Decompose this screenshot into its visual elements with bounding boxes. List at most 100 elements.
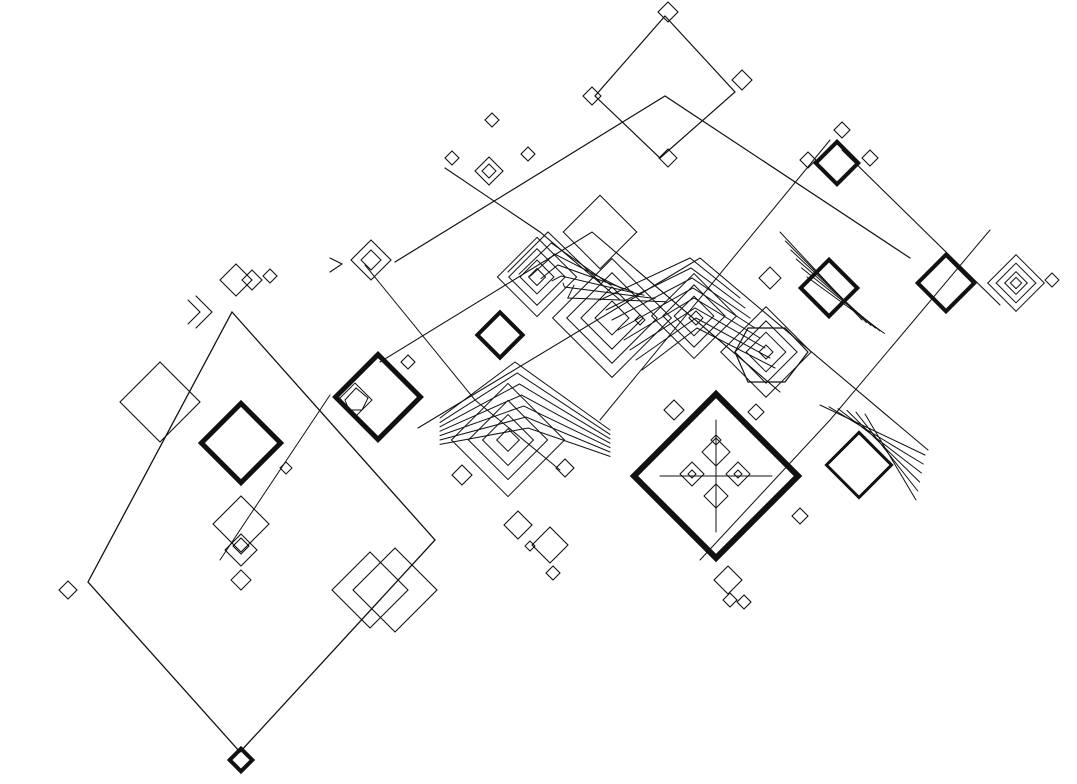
lower-chevron-4: [439, 405, 611, 449]
tick-mark-3: [195, 295, 213, 329]
bold-square-center-left: [332, 351, 424, 443]
nest-mid-0: [551, 257, 673, 379]
band-line-a: [379, 231, 781, 393]
small-diamond-0: [657, 1, 679, 23]
small-diamond-22: [58, 580, 78, 600]
small-diamond-27: [241, 269, 263, 291]
filled-square-big: [562, 194, 638, 270]
small-diamond-20: [736, 594, 752, 610]
nest-mid-left-0: [496, 236, 578, 318]
small-diamond-9: [799, 151, 817, 169]
small-diamond-28: [262, 268, 278, 284]
nest-mid-left-1: [508, 248, 566, 306]
chevron-band-5: [562, 282, 656, 299]
nest-octagon-inner-0: [720, 306, 812, 398]
upper-stripe-5: [806, 276, 885, 334]
small-diamond-7: [833, 121, 851, 139]
right-stripe-1: [828, 406, 924, 465]
inner-d3: [725, 461, 751, 487]
chevron-band-r-0: [599, 257, 741, 301]
nest-octagon-inner-1: [734, 320, 798, 384]
small-diamond-21: [791, 507, 809, 525]
right-stripe-5: [864, 413, 917, 501]
inner-d2: [679, 461, 705, 487]
filled-small-6: [688, 310, 704, 326]
chevron-band-1: [518, 242, 612, 286]
nest-lower-1: [467, 399, 549, 481]
filled-small-5: [758, 344, 774, 360]
filled-small-2: [481, 163, 497, 179]
pentagon-detail: [337, 382, 373, 418]
inner-d1: [701, 437, 731, 467]
filled-small-7: [634, 314, 646, 326]
bold-square-top-right: [812, 138, 862, 188]
small-diamond-14: [555, 458, 575, 478]
lower-chevron-1: [439, 372, 611, 435]
lower-chevron-2: [439, 383, 611, 440]
small-diamond-11: [400, 354, 416, 370]
band-line-g: [219, 394, 331, 561]
filled-small-1: [658, 148, 678, 168]
nest-mid-3: [594, 300, 630, 336]
small-diamond-10: [350, 239, 392, 281]
small-diamond-4: [520, 146, 536, 162]
chevron-band-r-6: [635, 317, 771, 361]
small-diamond-24: [224, 533, 258, 567]
nest-mid-1: [566, 272, 658, 364]
small-diamond-16: [531, 526, 569, 564]
chevron-band-r-2: [611, 277, 751, 321]
small-diamond-8: [861, 149, 879, 167]
band-line-e: [599, 139, 831, 421]
chevron-band-r-1: [605, 267, 746, 311]
bold-square-small: [474, 309, 526, 361]
nest-octagon-inner-2: [745, 331, 787, 373]
small-diamond-25: [232, 537, 250, 555]
filled-small-10: [279, 461, 293, 475]
nest-mid-right-0: [650, 272, 738, 360]
nest-lower-0: [450, 382, 566, 498]
small-diamond-18: [713, 565, 743, 595]
small-diamond-26: [219, 263, 253, 297]
nest-lower-2: [481, 413, 535, 467]
nest-mid-right-2: [673, 295, 715, 337]
chevron-band-3: [540, 264, 634, 293]
tick-mark-1: [329, 257, 344, 273]
top-band-line: [394, 95, 911, 263]
chevron-band-r-4: [623, 297, 761, 341]
filled-small-11: [230, 569, 252, 591]
filled-small-8: [747, 403, 765, 421]
small-diamond-31: [331, 551, 409, 629]
chevron-band-4: [551, 275, 645, 296]
nest-far-right-0: [987, 254, 1045, 312]
small-diamond-6: [474, 156, 504, 186]
small-diamond-17: [545, 565, 561, 581]
filled-small-4: [758, 266, 782, 290]
lower-chevron-5: [439, 416, 611, 453]
right-stripe-2: [837, 408, 922, 474]
small-diamond-30: [352, 547, 438, 633]
band-line-f: [699, 229, 991, 561]
chevron-band-r-7: [641, 327, 776, 371]
small-diamond-15: [503, 510, 533, 540]
band-line-d: [841, 149, 1001, 306]
nest-lower-3: [495, 427, 521, 453]
chevron-band-6: [567, 284, 667, 303]
lower-chevron-6: [439, 427, 611, 457]
small-diamond-5: [444, 150, 460, 166]
nest-mid-right-1: [662, 284, 726, 348]
filled-small-9: [1044, 272, 1060, 288]
nest-mid-2: [580, 286, 644, 350]
nest-mid-left-3: [527, 267, 547, 287]
octagon: [734, 327, 809, 383]
bold-square-far-right: [914, 251, 978, 315]
small-diamond-3: [484, 112, 500, 128]
inner-d4: [703, 483, 729, 509]
nest-far-right-1: [995, 262, 1037, 304]
top-diamond: [594, 15, 736, 159]
filled-small-3: [360, 249, 382, 271]
inner-fill-2: [687, 469, 697, 479]
small-diamond-1: [731, 69, 753, 91]
chevron-band-r-3: [617, 287, 756, 331]
bold-square-bottom: [226, 745, 256, 775]
